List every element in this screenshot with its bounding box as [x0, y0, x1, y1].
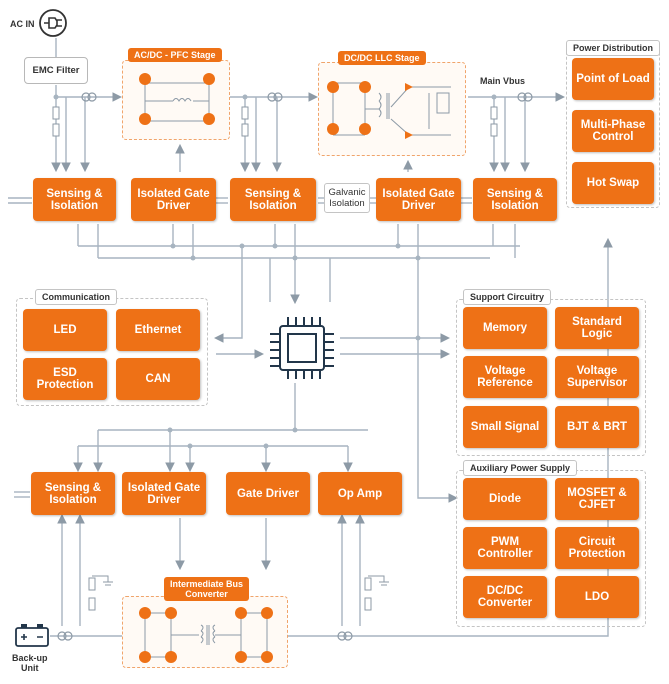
power-distribution-title: Power Distribution [566, 40, 661, 56]
can-box[interactable]: CAN [116, 358, 200, 400]
top-sensing-isolation-2[interactable]: Sensing & Isolation [230, 178, 316, 221]
bottom-sensing-isolation[interactable]: Sensing & Isolation [31, 472, 115, 515]
transformer-icon [200, 624, 216, 645]
resistor-icon [52, 106, 498, 611]
ethernet-box[interactable]: Ethernet [116, 309, 200, 351]
emc-filter-box: EMC Filter [24, 57, 88, 84]
multi-phase-control-box[interactable]: Multi-Phase Control [572, 110, 654, 152]
main-vbus-label: Main Vbus [480, 76, 526, 86]
support-circuitry-title: Support Circuitry [463, 289, 552, 305]
dcdc-converter-box[interactable]: DC/DC Converter [463, 576, 547, 618]
voltage-reference-box[interactable]: Voltage Reference [463, 356, 547, 398]
llc-circuit [327, 81, 451, 139]
top-isolated-gate-driver-1[interactable]: Isolated Gate Driver [131, 178, 216, 221]
hot-swap-box[interactable]: Hot Swap [572, 162, 654, 204]
transistor-icon [139, 73, 215, 125]
small-signal-box[interactable]: Small Signal [463, 406, 547, 448]
transformer-icon [378, 92, 390, 119]
top-sensing-isolation-1[interactable]: Sensing & Isolation [33, 178, 116, 221]
top-isolated-gate-driver-2[interactable]: Isolated Gate Driver [376, 178, 461, 221]
pwm-controller-box[interactable]: PWM Controller [463, 527, 547, 569]
standard-logic-box[interactable]: Standard Logic [555, 307, 639, 349]
pfc-circuit [139, 73, 215, 125]
gate-driver-box[interactable]: Gate Driver [226, 472, 310, 515]
pfc-stage-panel [122, 60, 230, 140]
bottom-isolated-gate-driver[interactable]: Isolated Gate Driver [122, 472, 206, 515]
communication-title: Communication [35, 289, 118, 305]
auxiliary-power-title: Auxiliary Power Supply [463, 460, 578, 476]
intermediate-bus-title: Intermediate Bus Converter [164, 577, 250, 601]
galvanic-isolation-box: Galvanic Isolation [324, 183, 370, 213]
top-sensing-isolation-3[interactable]: Sensing & Isolation [473, 178, 557, 221]
processor-chip-icon [266, 313, 338, 383]
intermediate-bus-panel [122, 596, 288, 668]
op-amp-box[interactable]: Op Amp [318, 472, 402, 515]
current-sensor-icon [57, 92, 533, 641]
diode-box[interactable]: Diode [463, 478, 547, 520]
voltage-supervisor-box[interactable]: Voltage Supervisor [555, 356, 639, 398]
llc-stage-title: DC/DC LLC Stage [338, 51, 426, 65]
memory-box[interactable]: Memory [463, 307, 547, 349]
esd-protection-box[interactable]: ESD Protection [23, 358, 107, 400]
mosfet-cjfet-box[interactable]: MOSFET & CJFET [555, 478, 639, 520]
transistor-icon [327, 81, 413, 139]
ibc-circuit [139, 607, 273, 663]
circuit-protection-box[interactable]: Circuit Protection [555, 527, 639, 569]
ldo-box[interactable]: LDO [555, 576, 639, 618]
battery-icon [14, 622, 50, 648]
pfc-stage-title: AC/DC - PFC Stage [128, 48, 222, 62]
bjt-brt-box[interactable]: BJT & BRT [555, 406, 639, 448]
backup-unit-label: Back-up Unit [12, 653, 48, 673]
llc-stage-panel [318, 62, 466, 156]
ac-in-label: AC IN [10, 19, 35, 29]
transistor-icon [139, 607, 273, 663]
power-plug-icon [38, 8, 68, 38]
led-box[interactable]: LED [23, 309, 107, 351]
point-of-load-box[interactable]: Point of Load [572, 58, 654, 100]
